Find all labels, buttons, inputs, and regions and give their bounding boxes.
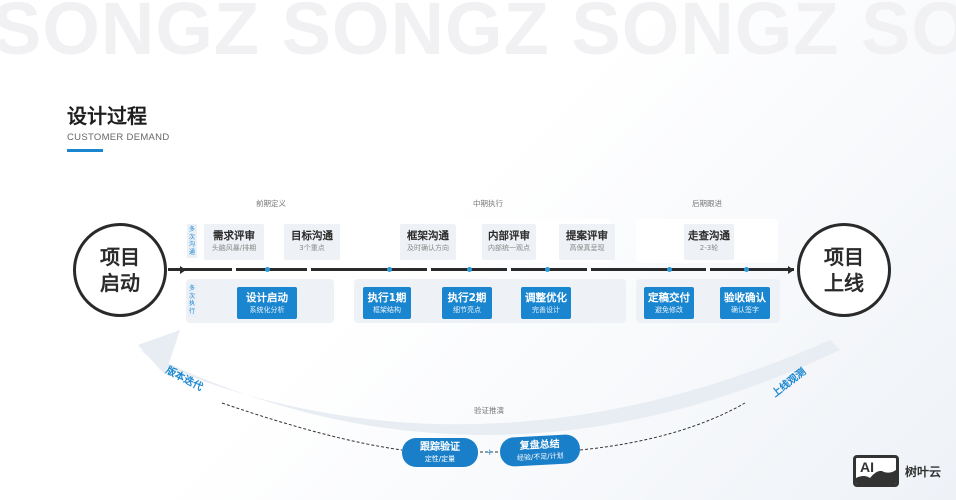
card-title: 框架沟通 — [407, 230, 449, 242]
verify-label: 验证推演 — [474, 406, 504, 415]
card-requirement-review[interactable]: 需求评审 头脑风暴/排期 — [204, 224, 264, 260]
step-sub: 确认签字 — [731, 306, 759, 314]
brand-logo: AI 树叶云 — [853, 455, 941, 487]
logo-text: 树叶云 — [905, 464, 942, 479]
step-title: 定稿交付 — [648, 292, 690, 304]
dashed-line-right — [579, 402, 746, 451]
step-final-delivery[interactable]: 定稿交付 避免修改 — [644, 287, 694, 319]
card-walkthrough-communication[interactable]: 走查沟通 2-3轮 — [684, 224, 734, 260]
dashed-line-left — [221, 402, 403, 451]
step-title: 执行2期 — [447, 292, 487, 304]
timeline-segment — [710, 268, 794, 271]
step-title: 验收确认 — [724, 292, 766, 304]
node-line-1: 项目 — [100, 245, 140, 269]
card-title: 提案评审 — [566, 230, 608, 242]
ai-image-icon: AI — [853, 455, 899, 487]
step-sub: 框架结构 — [373, 306, 401, 314]
arc-band — [140, 340, 840, 435]
timeline-arrow-icon — [180, 265, 186, 274]
card-sub: 2-3轮 — [699, 244, 719, 252]
title-underline — [67, 149, 103, 152]
card-sub: 内部统一观点 — [488, 244, 530, 252]
background-watermark: SONGZ SONGZ SONGZ SONGZ S — [0, 0, 956, 70]
card-title: 目标沟通 — [291, 230, 333, 242]
card-proposal-review[interactable]: 提案评审 高保真呈现 — [559, 224, 615, 260]
step-sub: 细节亮点 — [453, 306, 481, 314]
timeline-segment — [236, 268, 307, 271]
node-project-launch: 项目 上线 — [797, 223, 891, 317]
step-title: 设计启动 — [246, 292, 288, 304]
node-line-2: 启动 — [100, 271, 140, 295]
timeline-segment — [168, 268, 232, 271]
timeline-dot — [265, 267, 270, 272]
step-acceptance-confirmation[interactable]: 验收确认 确认签字 — [720, 287, 770, 319]
step-execution-phase-2[interactable]: 执行2期 细节亮点 — [442, 287, 492, 319]
card-framework-communication[interactable]: 框架沟通 及时确认方向 — [400, 224, 456, 260]
timeline-segment — [591, 268, 706, 271]
phase-label-middle: 中期执行 — [473, 199, 503, 208]
page-subtitle: CUSTOMER DEMAND — [67, 132, 170, 143]
pill-sub: 定性/定量 — [424, 455, 456, 463]
plus-icon: + — [486, 448, 494, 458]
pill-tracking-verification[interactable]: 跟踪验证 定性/定量 — [402, 438, 478, 467]
timeline-dot — [467, 267, 472, 272]
card-sub: 头脑风暴/排期 — [211, 244, 257, 252]
node-line-1: 项目 — [824, 245, 864, 269]
logo-mark: AI — [860, 459, 874, 475]
timeline-dot — [387, 267, 392, 272]
card-title: 需求评审 — [213, 230, 255, 242]
pill-review-summary[interactable]: 复盘总结 经验/不足/计划 — [499, 433, 581, 468]
pill-title: 跟踪验证 — [420, 442, 460, 453]
step-sub: 系统化分析 — [249, 306, 285, 314]
phase-label-late: 后期跟进 — [692, 199, 722, 208]
step-execution-phase-1[interactable]: 执行1期 框架结构 — [363, 287, 411, 319]
card-internal-review[interactable]: 内部评审 内部统一观点 — [482, 224, 536, 260]
card-sub: 及时确认方向 — [407, 244, 449, 252]
arc-arrowhead-icon — [138, 330, 180, 375]
timeline-dot — [667, 267, 672, 272]
step-sub: 避免修改 — [655, 306, 683, 314]
card-title: 走查沟通 — [688, 230, 730, 242]
step-sub: 完善设计 — [532, 306, 560, 314]
node-project-start: 项目 启动 — [73, 223, 167, 317]
row-label-execution: 多次执行 — [187, 283, 197, 317]
page-title: 设计过程 — [67, 104, 147, 128]
step-title: 调整优化 — [525, 292, 567, 304]
step-title: 执行1期 — [367, 292, 407, 304]
card-title: 内部评审 — [488, 230, 530, 242]
timeline-arrow-icon — [788, 265, 794, 274]
phase-label-early: 前期定义 — [256, 199, 286, 208]
step-adjust-optimize[interactable]: 调整优化 完善设计 — [521, 287, 571, 319]
row-label-communication: 多次沟通 — [187, 224, 197, 258]
timeline-dot — [545, 267, 550, 272]
timeline-segment — [311, 268, 427, 271]
card-sub: 高保真呈现 — [569, 244, 605, 252]
node-line-2: 上线 — [824, 271, 864, 295]
card-sub: 3个重点 — [299, 244, 325, 252]
timeline-dot — [744, 267, 749, 272]
step-design-kickoff[interactable]: 设计启动 系统化分析 — [237, 287, 297, 319]
card-goal-communication[interactable]: 目标沟通 3个重点 — [284, 224, 340, 260]
